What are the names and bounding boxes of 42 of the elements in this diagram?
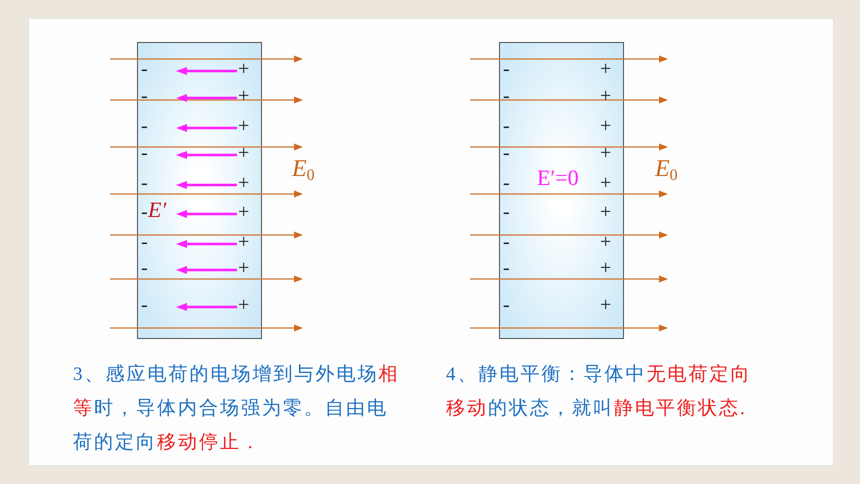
positive-charge: +: [238, 59, 250, 79]
explanation-text: 4、静电平衡：导体中无电荷定向移动的状态，就叫静电平衡状态.: [446, 363, 752, 421]
negative-charge: -: [141, 59, 148, 79]
conductor-slab: [137, 42, 262, 339]
negative-charge: -: [503, 59, 510, 79]
positive-charge: +: [600, 202, 612, 222]
negative-charge: -: [503, 202, 510, 222]
positive-charge: +: [238, 173, 250, 193]
positive-charge: +: [600, 116, 612, 136]
field-symbol: E′: [148, 196, 166, 224]
negative-charge: -: [141, 143, 148, 163]
positive-charge: +: [600, 295, 612, 315]
negative-charge: -: [141, 295, 148, 315]
negative-charge: -: [141, 173, 148, 193]
negative-charge: -: [503, 173, 510, 193]
negative-charge: -: [141, 116, 148, 136]
negative-charge: -: [141, 202, 148, 222]
negative-charge: -: [141, 232, 148, 252]
positive-charge: +: [600, 173, 612, 193]
negative-charge: -: [503, 232, 510, 252]
field-symbol: E′=0: [537, 164, 579, 192]
negative-charge: -: [141, 258, 148, 278]
positive-charge: +: [238, 143, 250, 163]
explanation-text: 3、感应电荷的电场增到与外电场相等时，导体内合场强为零。自由电荷的定向移动停止 .: [73, 363, 400, 455]
positive-charge: +: [238, 232, 250, 252]
positive-charge: +: [600, 59, 612, 79]
negative-charge: -: [503, 295, 510, 315]
negative-charge: -: [503, 86, 510, 106]
negative-charge: -: [503, 258, 510, 278]
positive-charge: +: [238, 116, 250, 136]
positive-charge: +: [600, 258, 612, 278]
conductor-slab: [499, 42, 624, 339]
field-symbol: E$_{0}$: [292, 157, 315, 181]
positive-charge: +: [600, 143, 612, 163]
positive-charge: +: [238, 258, 250, 278]
negative-charge: -: [503, 143, 510, 163]
positive-charge: +: [238, 295, 250, 315]
positive-charge: +: [600, 232, 612, 252]
positive-charge: +: [238, 202, 250, 222]
negative-charge: -: [141, 86, 148, 106]
negative-charge: -: [503, 116, 510, 136]
field-symbol: E$_{0}$: [655, 157, 678, 181]
